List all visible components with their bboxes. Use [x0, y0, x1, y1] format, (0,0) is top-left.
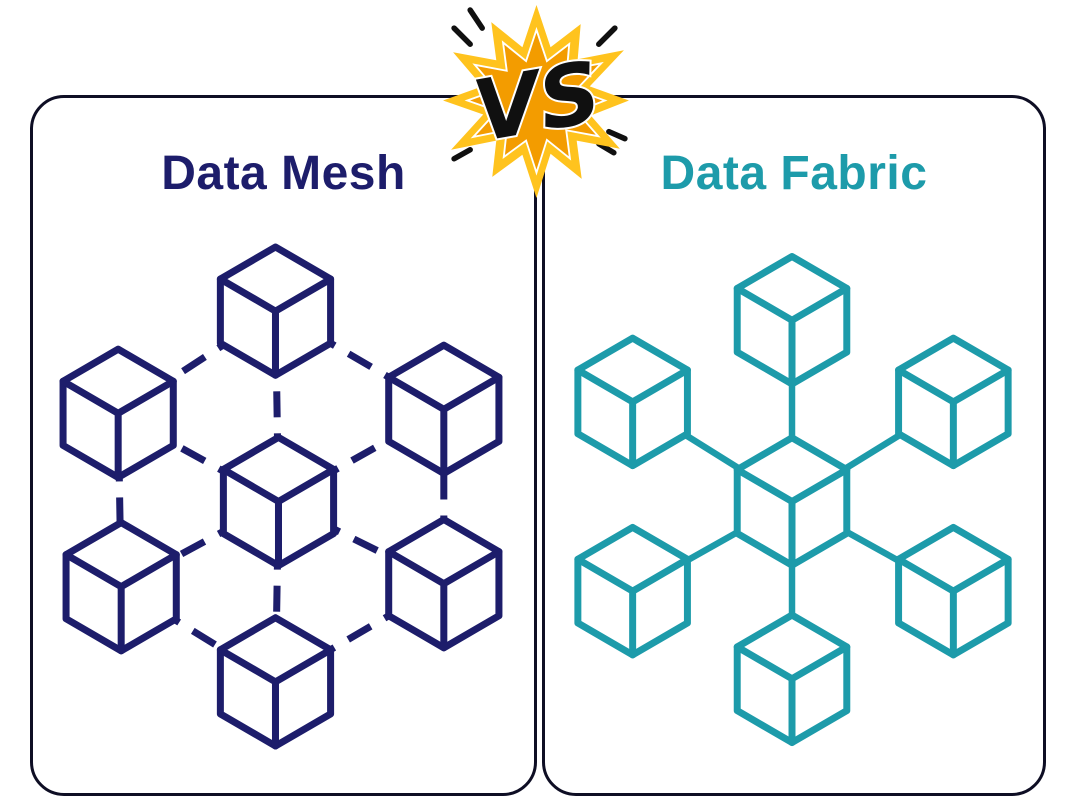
cube-node: [63, 349, 173, 477]
mesh-link: [273, 580, 446, 685]
fabric-nodes: [578, 256, 1008, 742]
cube-node: [578, 338, 688, 465]
cube-node: [899, 338, 1009, 465]
hub-and-spoke-cubes-icon: [545, 220, 1043, 788]
mesh-link: [273, 308, 446, 413]
speed-line: [451, 25, 473, 47]
mesh-link: [271, 311, 282, 502]
data-fabric-title: Data Fabric: [660, 147, 928, 200]
cube-node: [578, 527, 688, 654]
cube-node: [220, 247, 330, 375]
vs-starburst-badge: VS: [443, 5, 629, 198]
cube-node: [223, 437, 333, 565]
mesh-link: [276, 498, 446, 587]
mesh-link: [116, 410, 281, 505]
vs-text: VS: [467, 43, 608, 161]
speed-lines: [451, 7, 628, 162]
cube-node: [389, 520, 499, 648]
starburst-inner: [464, 26, 608, 176]
cube-node: [66, 523, 176, 651]
mesh-link: [116, 308, 278, 417]
mesh-cube-lattice-icon: [33, 220, 534, 788]
data-mesh-title: Data Mesh: [161, 147, 406, 200]
speed-line: [467, 7, 485, 31]
cube-node: [389, 345, 499, 473]
speed-line: [596, 25, 618, 47]
hub-cube-node: [737, 438, 847, 565]
mesh-nodes: [63, 247, 499, 746]
speed-line: [451, 146, 473, 162]
data-mesh-panel: Data Mesh: [30, 95, 537, 796]
cube-node: [737, 615, 847, 742]
cube-node: [899, 527, 1009, 654]
data-fabric-panel: Data Fabric: [542, 95, 1046, 796]
mesh-link: [276, 406, 446, 505]
cube-node: [220, 618, 330, 746]
cube-node: [737, 256, 847, 383]
speed-line: [606, 128, 628, 142]
